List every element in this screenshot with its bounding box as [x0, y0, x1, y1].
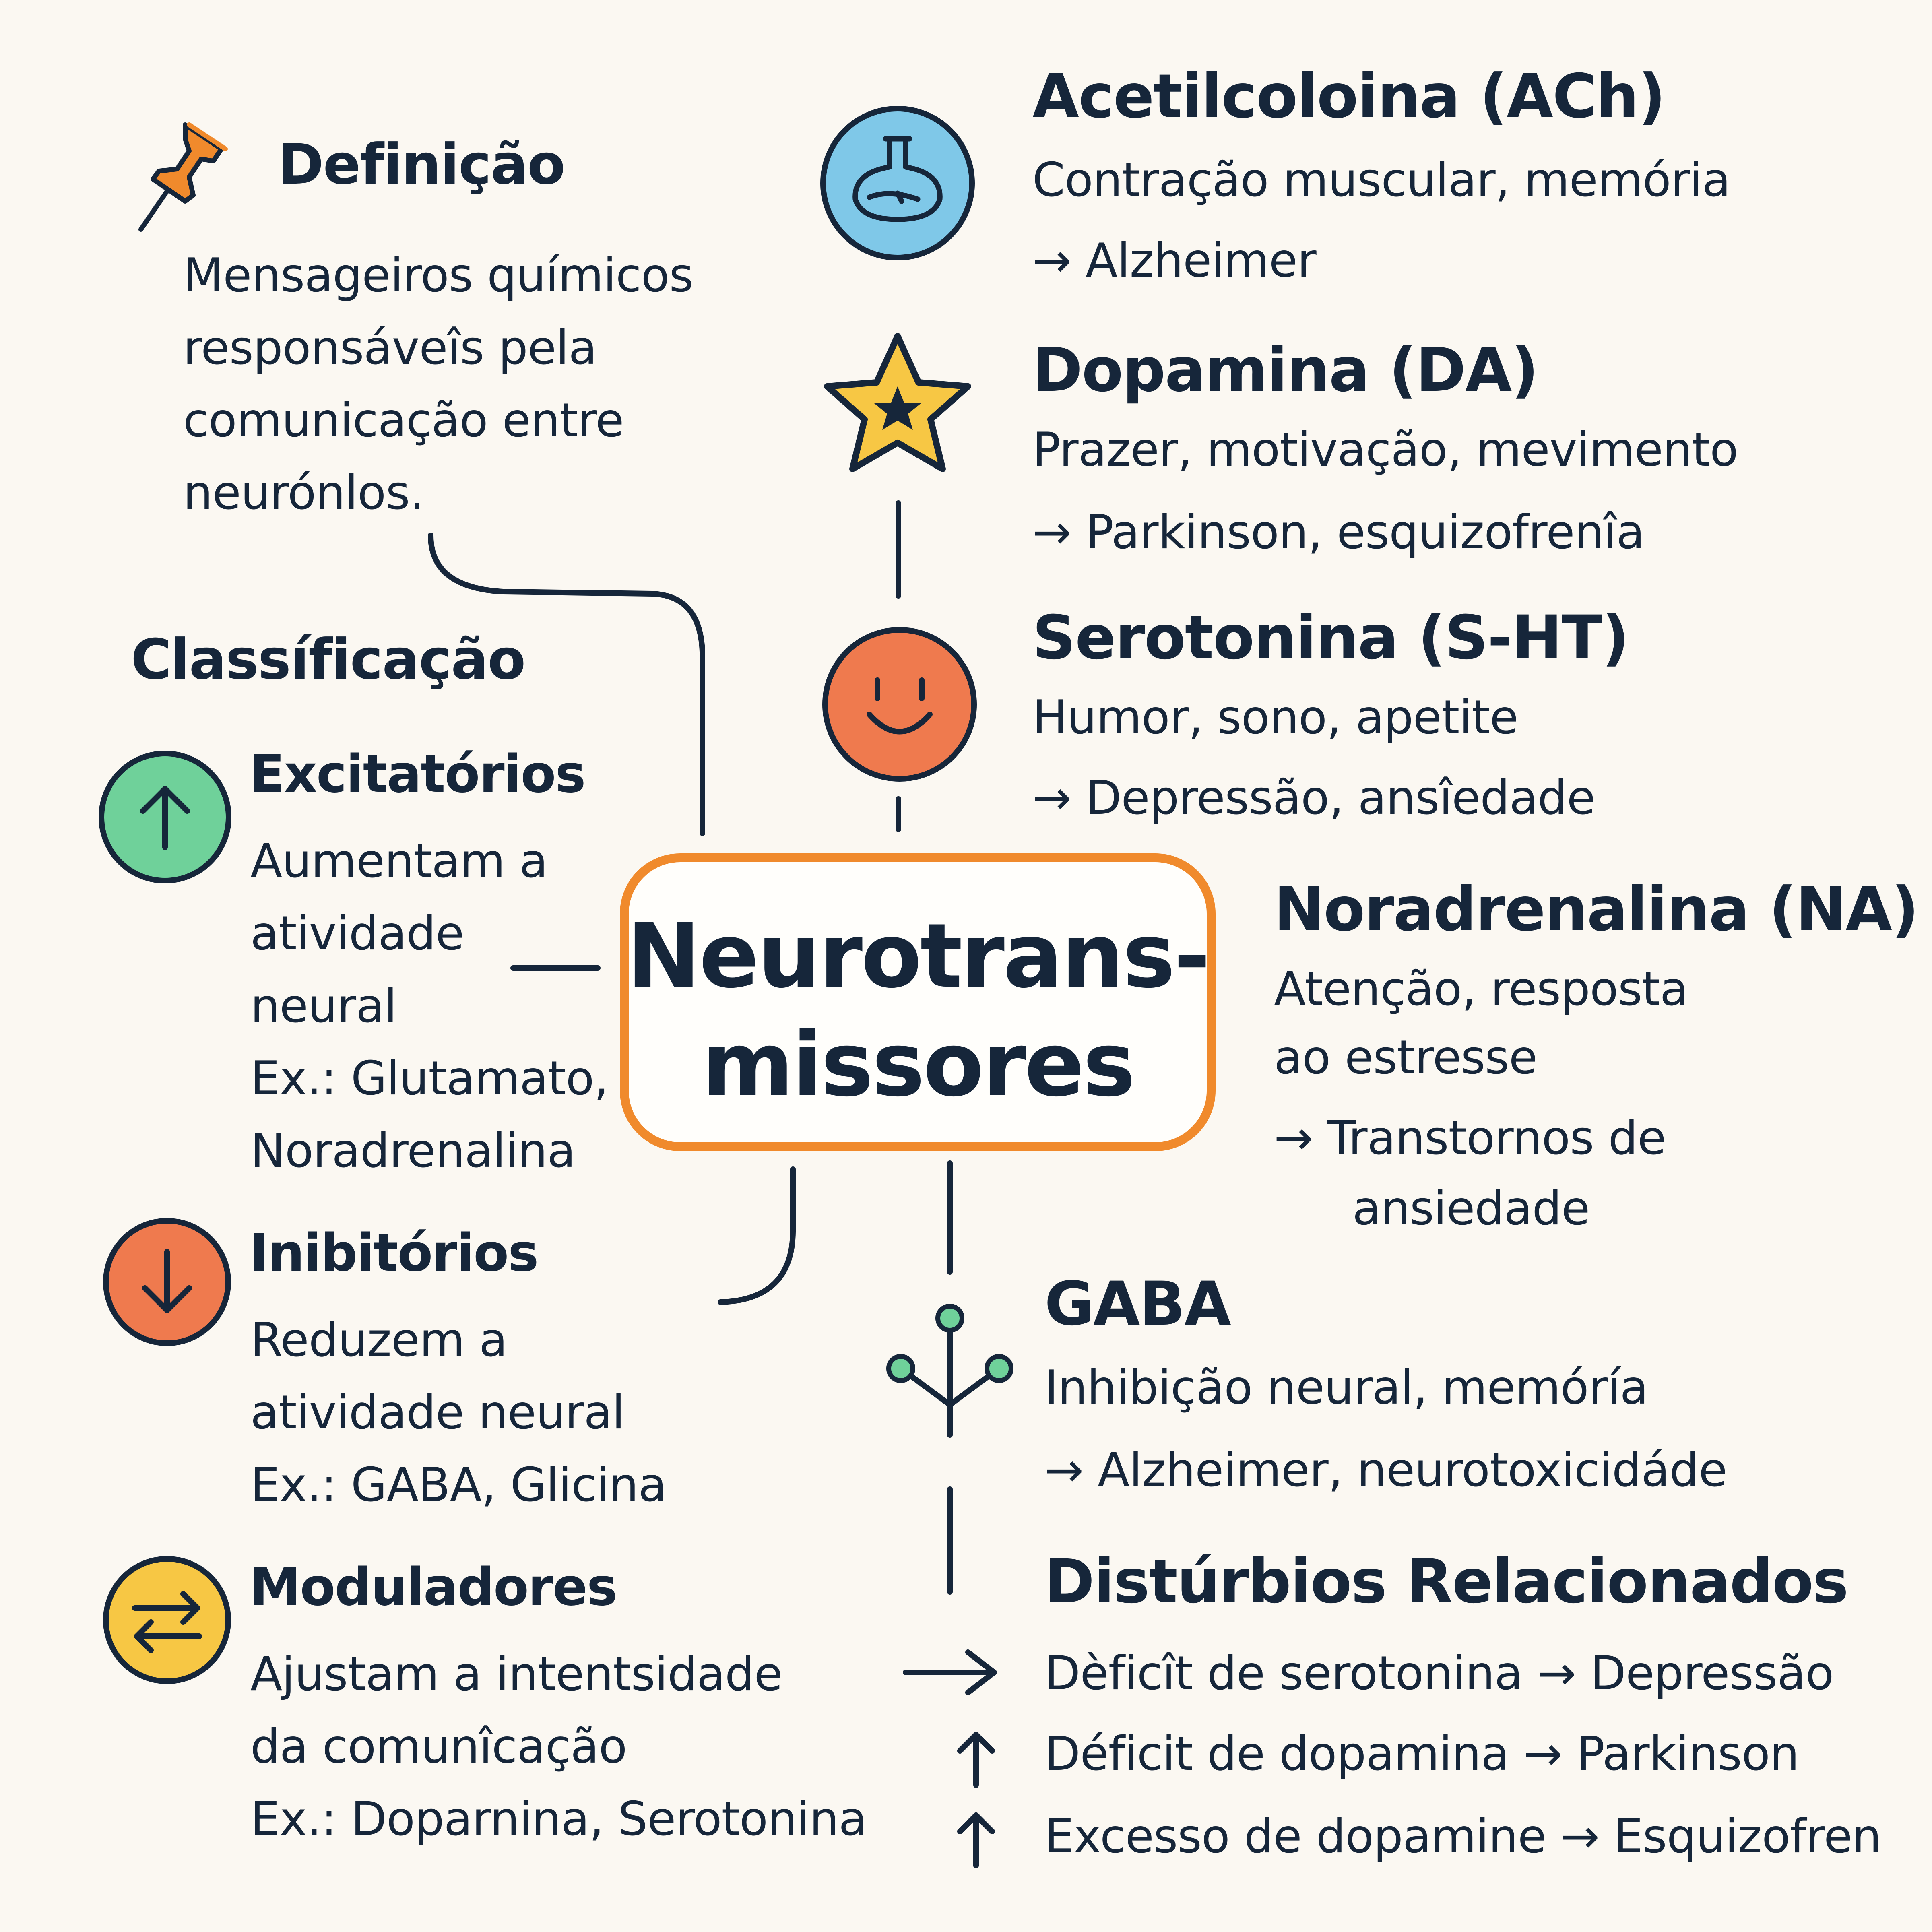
smiley-icon	[819, 624, 980, 785]
dopamine-name: Dopamina (DA)	[1032, 335, 1539, 405]
serotonin-disorder: → Depressão, ansîedade	[1032, 771, 1596, 825]
dopamine-function: Prazer, motivação, mevimento	[1032, 423, 1738, 477]
down-arrow-icon	[101, 1216, 233, 1348]
gaba-function: Inhibição neural, memóría	[1044, 1360, 1649, 1415]
modulator-arrow-head	[965, 1649, 997, 1695]
excitatory-text: Aumentam a atividade neural Ex.: Glutama…	[250, 825, 609, 1187]
gaba-name: GABA	[1044, 1269, 1231, 1339]
ach-name: Acetilcoloina (ACh)	[1032, 62, 1666, 132]
modulators-line: Ex.: Doparnina, Serotonina	[250, 1792, 867, 1846]
central-topic-title: Neurotrans- missores	[620, 902, 1216, 1119]
up-arrow-icon	[97, 749, 233, 886]
inhibitory-connector	[718, 1166, 796, 1305]
ach-function: Contração muscular, memória	[1032, 153, 1731, 207]
serotonin-function: Humor, sono, apetite	[1032, 690, 1518, 745]
swap-arrows-icon	[101, 1554, 233, 1686]
excitatory-line: atividade	[250, 906, 464, 961]
noradrenaline-function: Atenção, resposta	[1274, 962, 1688, 1016]
disorder-item: Excesso de dopamine → Esquizofren	[1044, 1809, 1882, 1864]
gaba-disorder: → Alzheimer, neurotoxicidáde	[1044, 1443, 1727, 1497]
modulators-line: Ajustam a intentsidade	[250, 1647, 783, 1701]
pushpin-icon	[129, 109, 250, 237]
inhibitory-line: Reduzem a	[250, 1313, 508, 1367]
up-arrow-icon	[954, 1727, 998, 1791]
dopamine-disorder: → Parkinson, esquizofrenîa	[1032, 505, 1645, 559]
noradrenaline-disorder-cont: ansiedade	[1352, 1181, 1590, 1236]
up-arrow-icon	[954, 1807, 998, 1872]
star-icon	[817, 326, 978, 479]
ach-disorder: → Alzheimer	[1032, 233, 1317, 288]
definition-line: responsáveîs pela	[183, 321, 597, 375]
disorder-item: Dèficît de serotonina → Depressão	[1044, 1646, 1834, 1701]
inhibitory-text: Reduzem a atividade neural Ex.: GABA, Gl…	[250, 1304, 667, 1521]
excitatory-line: Noradrenalina	[250, 1124, 576, 1178]
central-topic-line: Neurotrans-	[626, 904, 1211, 1007]
definition-line: Mensageiros químicos	[183, 248, 694, 303]
noradrenaline-disorder: → Transtornos de	[1274, 1111, 1666, 1165]
neuron-branch-icon	[877, 1296, 1022, 1441]
central-topic-box	[620, 853, 1216, 1151]
noradrenaline-name: Noradrenalina (NA)	[1274, 875, 1919, 945]
excitatory-line: neural	[250, 979, 397, 1033]
disorder-item: Déficit de dopamina → Parkinson	[1044, 1727, 1799, 1781]
serotonin-name: Serotonina (S-HT)	[1032, 603, 1629, 673]
inhibitory-line: Ex.: GABA, Glicina	[250, 1458, 667, 1512]
excitatory-line: Ex.: Glutamato,	[250, 1051, 609, 1106]
modulators-line: da comunîcação	[250, 1719, 627, 1774]
classification-title: Classíficação	[131, 627, 526, 692]
definition-line: neurónlos.	[183, 466, 425, 520]
definition-line: comunicação entre	[183, 393, 624, 448]
definition-connector	[428, 533, 705, 836]
inhibitory-title: Inibitórios	[250, 1223, 539, 1283]
definition-text: Mensageiros químicos responsáveîs pela c…	[183, 239, 694, 529]
definition-title: Definição	[278, 132, 566, 197]
central-topic-line: missores	[701, 1013, 1135, 1116]
brain-icon	[817, 103, 978, 264]
modulators-title: Moduladores	[250, 1557, 617, 1617]
disorders-title: Distúrbios Relacionados	[1044, 1547, 1849, 1617]
excitatory-title: Excitatórios	[250, 744, 586, 804]
noradrenaline-function-cont: ao estresse	[1274, 1030, 1538, 1085]
inhibitory-line: atividade neural	[250, 1385, 625, 1440]
excitatory-line: Aumentam a	[250, 834, 548, 888]
modulators-text: Ajustam a intentsidade da comunîcação Ex…	[250, 1638, 867, 1856]
